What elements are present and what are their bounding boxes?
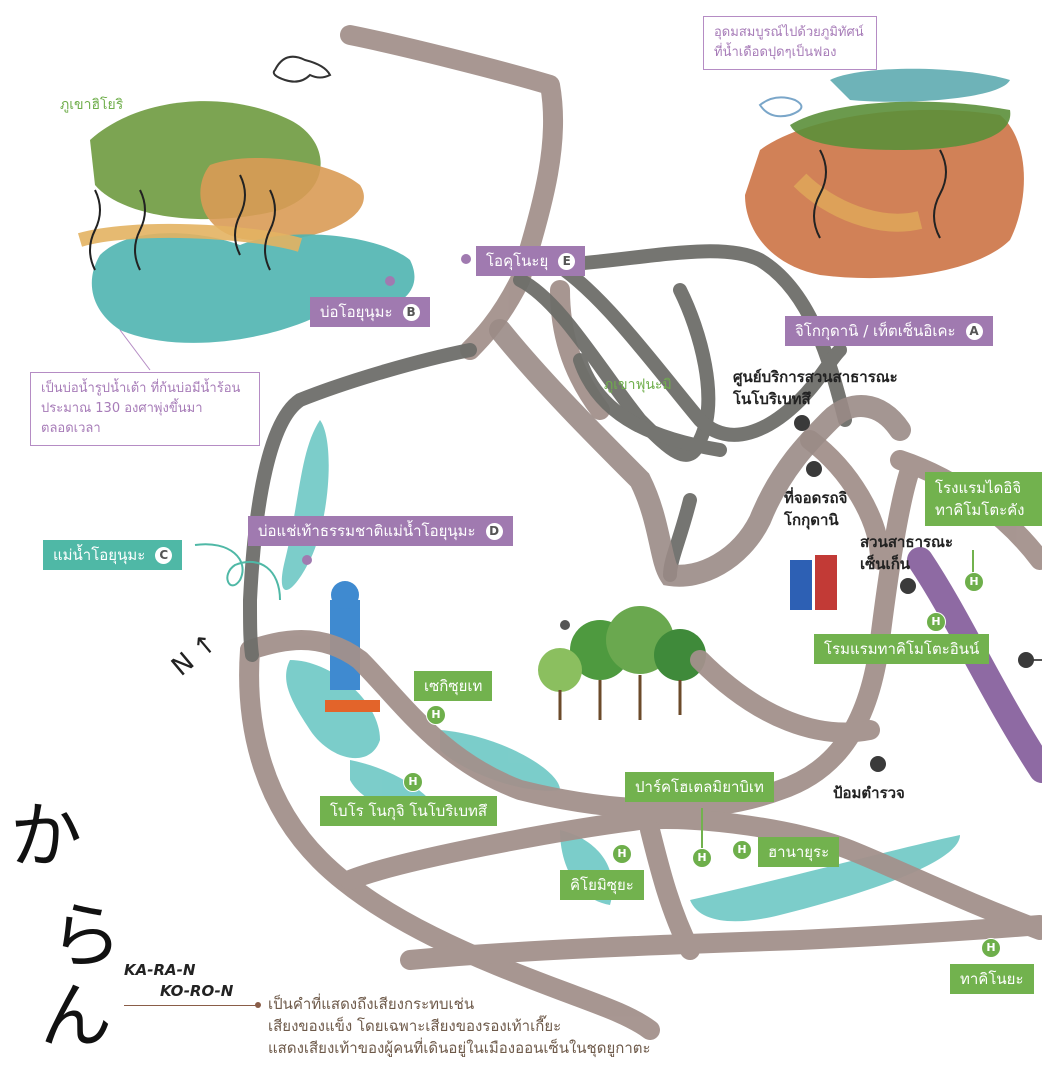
onsen-label-footbath[interactable]: บ่อแช่เท้าธรรมชาติแม่น้ำโอยุนุมะ D: [248, 516, 513, 546]
hotel-badge[interactable]: H: [981, 938, 1001, 958]
park-center-pin[interactable]: [794, 415, 810, 431]
karan-description: เป็นคำที่แสดงถึงเสียงกระทบเช่น เสียงของแ…: [268, 995, 651, 1057]
park-center-label: ศูนย์บริการสวนสาธารณะ โนโบริเบทสึ: [733, 368, 898, 408]
onsen-letter-badge: B: [402, 304, 420, 321]
parking-label: ที่จอดรถจิ โกกุดานิ: [784, 489, 848, 529]
sengen-park-pin[interactable]: [900, 578, 916, 594]
sengen-park-label: สวนสาธารณะ เซ็นเก็น: [860, 533, 954, 573]
road-network: [239, 25, 1042, 1040]
hotel-badge[interactable]: H: [403, 772, 423, 792]
karan-line2: KO-RO-N: [160, 982, 234, 1000]
hotel-label-kiyomizuya[interactable]: คิโยมิซุยะ: [560, 870, 644, 900]
onsen-label-name: บ่อแช่เท้าธรรมชาติแม่น้ำโอยุนุมะ: [258, 522, 476, 540]
onsen-label-name: บ่อโอยุนุมะ: [320, 303, 393, 321]
hotel-label-sekisuitei[interactable]: เซกิซุยเท: [414, 671, 493, 701]
forest-illustration: [538, 606, 706, 720]
hotel-label-bouro-noguchi[interactable]: โบโร โนกุจิ โนโบริเบทสึ: [320, 796, 498, 826]
onsen-letter-badge: E: [558, 253, 576, 270]
hotel-label-park-hotel-miyabitei[interactable]: ปาร์คโฮเตลมิยาบิเท: [625, 772, 774, 802]
mountain-hiyori-label: ภูเขาฮิโยริ: [60, 97, 124, 113]
river-c-leader: [194, 543, 281, 601]
oyunuma-callout-leader: [119, 329, 151, 371]
marker-footbath-dot: [302, 555, 312, 565]
hotel-label-daiichi-takimotokan[interactable]: โรงแรมไดอิจิ ทาคิโมโตะคัง: [925, 472, 1042, 526]
kana-ka: か: [10, 794, 83, 878]
onsen-label-name: โอคุโนะยุ: [486, 252, 549, 270]
mountain-funami-label: ภูเขาฟุนะมิ: [604, 377, 672, 393]
hotel-label-hanayura[interactable]: ฮานายุระ: [758, 837, 840, 867]
marker-oyunuma-dot: [385, 276, 395, 286]
police-box-label: ป้อมตำรวจ: [833, 784, 905, 802]
onsen-letter-badge: A: [965, 323, 983, 340]
onsen-letter-badge: C: [155, 547, 173, 564]
hotel-badge[interactable]: H: [426, 705, 446, 725]
hotel-badge[interactable]: H: [732, 840, 752, 860]
karan-leader-dot: [255, 1002, 261, 1008]
onsen-label-oyunuma-pond[interactable]: บ่อโอยุนุมะ B: [310, 297, 430, 327]
onsen-label-jigokudani[interactable]: จิโกกุดานิ / เท็ตเซ็นอิเคะ A: [785, 316, 993, 346]
purple-road-pin[interactable]: [1018, 652, 1034, 668]
hotel-badge[interactable]: H: [612, 844, 632, 864]
marker-okunoyu-dot: [461, 254, 471, 264]
oyunuma-callout: เป็นบ่อน้ำรูปน้ำเต้า ที่ก้นบ่อมีน้ำร้อน …: [30, 372, 260, 446]
hotel-badge[interactable]: H: [964, 572, 984, 592]
jigokudani-callout: อุดมสมบูรณ์ไปด้วยภูมิทัศน์ ที่น้ำเดือดปุ…: [703, 16, 877, 70]
kana-n: ん: [40, 974, 113, 1058]
onsen-label-okunoyu[interactable]: โอคุโนะยุ E: [476, 246, 586, 276]
karan-line1: KA-RA-N: [124, 961, 196, 979]
parking-pin[interactable]: [806, 461, 822, 477]
onsen-letter-badge: D: [485, 523, 503, 540]
karan-leader-line: [124, 1005, 256, 1006]
hotel-badge[interactable]: H: [926, 612, 946, 632]
jigokudani-illustration: [745, 68, 1024, 279]
oyunuma-illustration: [77, 55, 415, 343]
onsen-label-oyunuma-river[interactable]: แม่น้ำโอยุนุมะ C: [43, 540, 183, 570]
onsen-label-name: แม่น้ำโอยุนุมะ: [53, 546, 146, 564]
hotel-label-takimoto-inn[interactable]: โรมแรมทาคิโมโตะอินน์: [814, 634, 990, 664]
main-route: [489, 319, 911, 587]
police-box-pin[interactable]: [870, 756, 886, 772]
onsen-label-name: จิโกกุดานิ / เท็ตเซ็นอิเคะ: [795, 322, 956, 340]
hotel-label-takinoya[interactable]: ทาคิโนยะ: [950, 964, 1034, 994]
kana-ra: ら: [50, 894, 123, 978]
hotel-badge[interactable]: H: [692, 848, 712, 868]
